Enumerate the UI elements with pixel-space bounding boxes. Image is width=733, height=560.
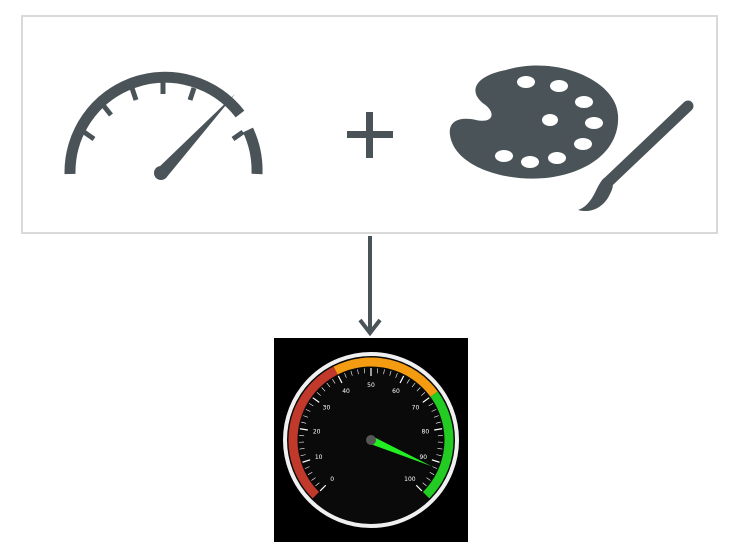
gauge-minor-tick [436, 454, 442, 456]
gauge-tick-label: 0 [330, 476, 334, 483]
gauge-minor-tick [411, 382, 416, 388]
gauge-tick-label: 30 [323, 405, 331, 412]
gauge-minor-tick [389, 370, 392, 376]
gauge-minor-tick [311, 477, 316, 481]
gauge-needle [369, 436, 432, 467]
gauge-tick-label: 10 [315, 454, 323, 461]
gauge-band-2 [422, 391, 454, 499]
gauge-minor-tick [431, 409, 437, 412]
gauge-band-1 [333, 357, 438, 397]
gauge-minor-tick [428, 403, 434, 407]
gauge-tick-label: 20 [313, 428, 321, 435]
gauge-major-tick [434, 428, 443, 431]
speedometer-icon [64, 71, 263, 180]
gauge-minor-tick [299, 448, 305, 450]
gauge-minor-tick [315, 482, 320, 487]
gauge-minor-tick [305, 409, 311, 412]
gauge-minor-tick [421, 392, 426, 396]
gauge-tick-label: 60 [392, 388, 400, 395]
gauge-minor-tick [437, 448, 443, 450]
gauge-major-tick [337, 375, 343, 384]
gauge-minor-tick [357, 369, 359, 375]
gauge-minor-tick [304, 466, 310, 469]
gauge-minor-tick [301, 421, 307, 424]
gauge-minor-tick [383, 369, 385, 375]
gauge-major-tick [299, 428, 308, 431]
gauge-minor-tick [303, 415, 309, 418]
gauge-minor-tick [422, 482, 427, 487]
arrow-down-icon [358, 236, 382, 337]
gauge-major-tick [312, 397, 320, 403]
gauge-major-tick [422, 397, 430, 403]
gauge-minor-tick [316, 392, 321, 396]
gauge-minor-tick [426, 477, 431, 481]
gauge-hub [366, 435, 376, 445]
gauge-minor-tick [395, 372, 398, 378]
gauge-minor-tick [308, 403, 314, 407]
plus-icon [347, 112, 393, 158]
gauge-tick-label: 70 [412, 405, 420, 412]
gauge-minor-tick [321, 387, 326, 392]
gauge-major-tick [302, 459, 311, 463]
gauge-minor-tick [300, 454, 306, 456]
gauge-major-tick [415, 484, 423, 492]
gauge-tick-label: 100 [404, 476, 416, 483]
gauge-major-tick [399, 375, 405, 384]
gauge-minor-tick [332, 379, 336, 384]
palette-brush-icon [449, 65, 694, 212]
gauge-major-tick [319, 484, 327, 492]
gauge-svg: 0 10 20 30 40 50 60 70 80 90 100 [283, 352, 459, 528]
gauge-minor-tick [429, 472, 435, 475]
gauge-tick-label: 90 [419, 454, 427, 461]
gauge-minor-tick [350, 370, 353, 376]
gauge-minor-tick [406, 379, 410, 384]
gauge-minor-tick [416, 387, 421, 392]
gauge-tick-label: 40 [342, 388, 350, 395]
gauge-major-tick [431, 459, 440, 463]
gauge-tick-label: 50 [367, 382, 375, 389]
gauge-minor-tick [433, 415, 439, 418]
gauge-output: 0 10 20 30 40 50 60 70 80 90 100 [274, 338, 468, 542]
gauge-tick-label: 80 [422, 428, 430, 435]
gauge-minor-tick [307, 472, 313, 475]
gauge-minor-tick [435, 421, 441, 424]
gauge-minor-tick [326, 382, 331, 388]
gauge-minor-tick [344, 372, 347, 378]
gauge-minor-tick [432, 466, 438, 469]
gauge-band-0 [288, 366, 338, 499]
